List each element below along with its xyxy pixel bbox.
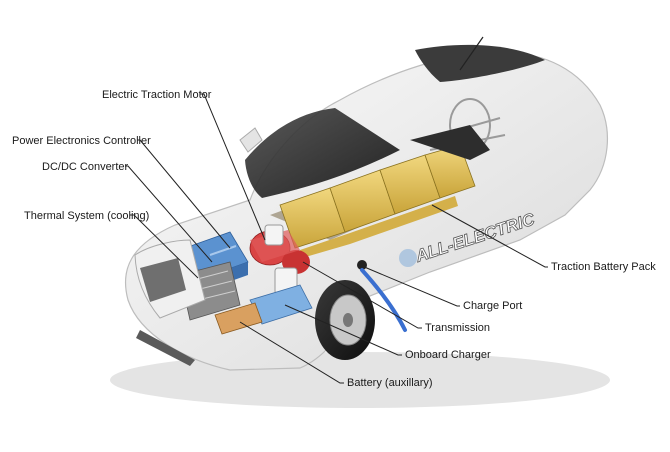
leader-lines [125, 93, 548, 384]
leader-power-electronics-controller [137, 139, 231, 249]
label-traction-battery-pack: Traction Battery Pack [551, 261, 656, 273]
side-mirror [239, 127, 263, 153]
leader-onboard-charger [284, 304, 402, 356]
leader-transmission [302, 261, 422, 329]
battery-pack-illustration [270, 125, 490, 258]
label-transmission: Transmission [425, 322, 490, 334]
leader-thermal-system [130, 214, 199, 279]
rear-window [415, 44, 545, 82]
windshield [245, 108, 400, 198]
label-dc-dc-converter: DC/DC Converter [42, 161, 129, 173]
leader-charge-port [361, 265, 460, 307]
label-electric-traction-motor: Electric Traction Motor [102, 89, 212, 101]
antenna [459, 36, 484, 71]
leader-dc-dc-converter [125, 165, 213, 263]
label-thermal-system: Thermal System (cooling) [24, 210, 150, 222]
leader-battery-auxiliary [239, 321, 344, 384]
front-wheel [315, 280, 375, 360]
leader-electric-traction-motor [200, 93, 266, 241]
label-battery-auxiliary: Battery (auxillary) [347, 377, 433, 389]
charger-illustration [214, 284, 313, 335]
label-charge-port: Charge Port [463, 300, 523, 312]
leader-traction-battery-pack [431, 204, 548, 268]
front-grille [134, 239, 206, 366]
label-power-electronics-controller: Power Electronics Controller [12, 135, 151, 147]
label-onboard-charger: Onboard Charger [405, 349, 491, 361]
